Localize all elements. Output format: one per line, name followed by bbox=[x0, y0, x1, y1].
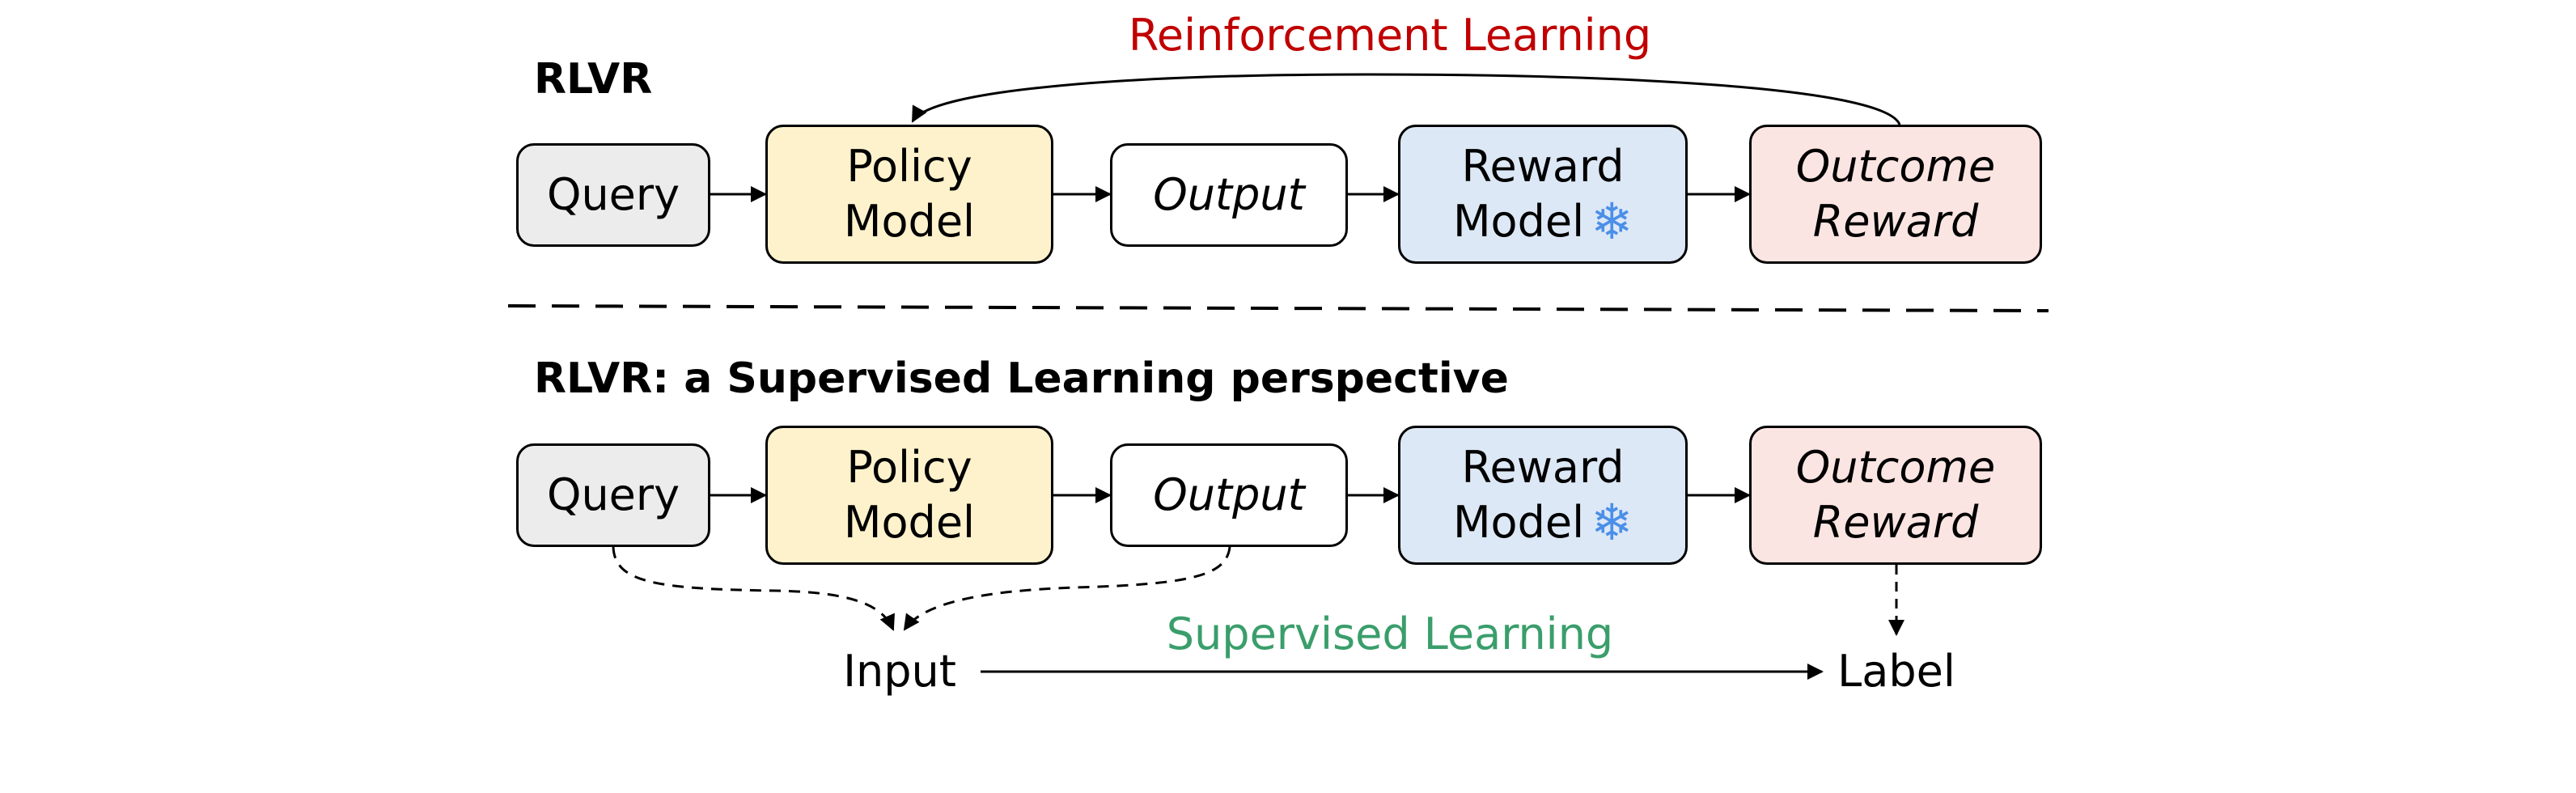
bottom-title: RLVR: a Supervised Learning perspective bbox=[534, 354, 1509, 403]
reward-label-line1: Reward bbox=[1461, 141, 1625, 192]
label-label: Label bbox=[1837, 646, 1955, 697]
input-label: Input bbox=[843, 646, 956, 697]
policy-label-line2: Model bbox=[843, 497, 976, 548]
snowflake-icon: ❄ bbox=[1591, 493, 1633, 552]
outcome-label-line1: Outcome bbox=[1795, 442, 1996, 493]
query-label: Query bbox=[546, 169, 680, 220]
outcome-reward-node-top: Outcome Reward bbox=[1749, 125, 2042, 264]
policy-model-node-top: Policy Model bbox=[765, 125, 1053, 264]
outcome-label-line2: Reward bbox=[1812, 196, 1979, 247]
policy-label-line1: Policy bbox=[846, 141, 972, 192]
outcome-reward-node-bottom: Outcome Reward bbox=[1749, 426, 2042, 565]
query-node-top: Query bbox=[516, 143, 710, 247]
query-node-bottom: Query bbox=[516, 443, 710, 547]
policy-label-line2: Model bbox=[843, 196, 976, 247]
dashed-query-to-input bbox=[612, 546, 895, 631]
policy-model-node-bottom: Policy Model bbox=[765, 426, 1053, 565]
reinforcement-loop-arrow bbox=[911, 73, 1901, 125]
output-label: Output bbox=[1153, 169, 1305, 220]
reward-label-line2: Model bbox=[1452, 497, 1585, 548]
reward-model-node-bottom: Reward Model ❄ bbox=[1398, 426, 1688, 565]
output-node-top: Output bbox=[1110, 143, 1348, 247]
reward-label-line2-row: Model ❄ bbox=[1453, 194, 1633, 249]
outcome-label-line1: Outcome bbox=[1795, 141, 1996, 192]
snowflake-icon: ❄ bbox=[1591, 192, 1633, 251]
output-label: Output bbox=[1153, 469, 1305, 520]
reward-label-line2-row: Model ❄ bbox=[1453, 495, 1633, 550]
supervised-learning-label: Supervised Learning bbox=[1166, 609, 1614, 659]
output-node-bottom: Output bbox=[1110, 443, 1348, 547]
dashed-output-to-input bbox=[903, 546, 1231, 631]
query-label: Query bbox=[546, 469, 680, 520]
reward-model-node-top: Reward Model ❄ bbox=[1398, 125, 1688, 264]
section-divider bbox=[507, 304, 2049, 312]
reinforcement-learning-label: Reinforcement Learning bbox=[1128, 10, 1652, 61]
reward-label-line2: Model bbox=[1452, 196, 1585, 247]
policy-label-line1: Policy bbox=[846, 442, 972, 493]
reward-label-line1: Reward bbox=[1461, 442, 1625, 493]
top-title: RLVR bbox=[534, 55, 653, 104]
outcome-label-line2: Reward bbox=[1812, 497, 1979, 548]
